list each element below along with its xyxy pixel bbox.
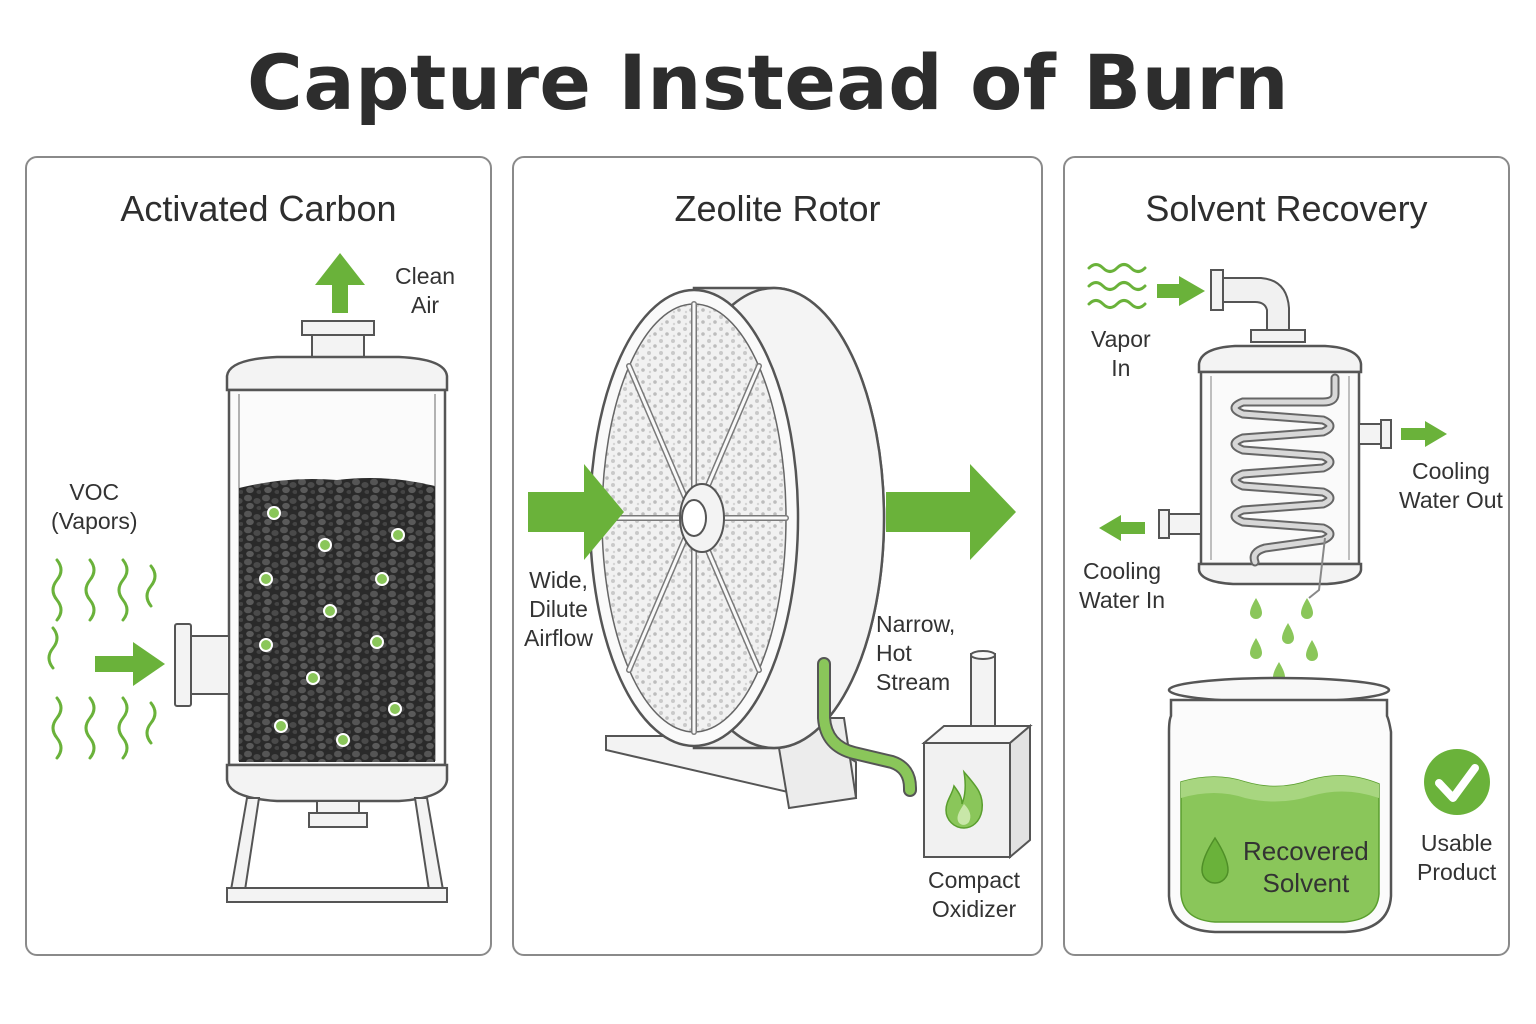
arrow-right-icon xyxy=(886,464,1016,560)
arrow-right-icon xyxy=(528,464,624,560)
wavy-vapor-icon xyxy=(47,558,157,760)
label-clean-air: Clean Air xyxy=(395,263,456,318)
panel-title-zeolite-rotor: Zeolite Rotor xyxy=(674,188,881,229)
label-cooling-water-in: Cooling Water In xyxy=(1079,558,1166,613)
panel-title-solvent-recovery: Solvent Recovery xyxy=(1145,188,1428,229)
label-compact-oxidizer: Compact Oxidizer xyxy=(928,867,1021,922)
label-voc-vapors: VOC (Vapors) xyxy=(51,479,138,534)
arrow-right-icon xyxy=(1157,276,1205,306)
label-vapor-in: Vapor In xyxy=(1091,326,1151,381)
wavy-vapor-icon xyxy=(1087,263,1147,309)
flame-icon xyxy=(945,769,984,829)
droplet-icon xyxy=(1201,836,1229,884)
label-usable-product: Usable Product xyxy=(1417,830,1497,885)
page-title: Capture Instead of Burn xyxy=(247,38,1289,127)
adsorbed-particles xyxy=(259,506,405,747)
checkmark-icon xyxy=(1424,749,1490,815)
panel-solvent-recovery: Solvent Recovery xyxy=(1063,156,1510,956)
arrow-right-icon xyxy=(1401,421,1447,447)
solvent-recovery-diagram xyxy=(1087,263,1490,934)
label-narrow-hot-stream: Narrow, Hot Stream xyxy=(876,611,956,695)
arrow-left-icon xyxy=(1099,515,1145,541)
label-cooling-water-out: Cooling Water Out xyxy=(1399,458,1503,513)
arrow-up-icon xyxy=(315,253,365,313)
activated-carbon-diagram xyxy=(47,253,449,903)
label-recovered-solvent: Recovered Solvent xyxy=(1243,836,1369,898)
label-wide-dilute-airflow: Wide, Dilute Airflow xyxy=(524,567,594,651)
panel-activated-carbon: Activated Carbon xyxy=(25,156,492,956)
arrow-right-icon xyxy=(95,642,165,686)
panel-zeolite-rotor: Zeolite Rotor xyxy=(512,156,1043,956)
zeolite-rotor-diagram xyxy=(528,286,1033,860)
panel-title-activated-carbon: Activated Carbon xyxy=(120,188,397,229)
